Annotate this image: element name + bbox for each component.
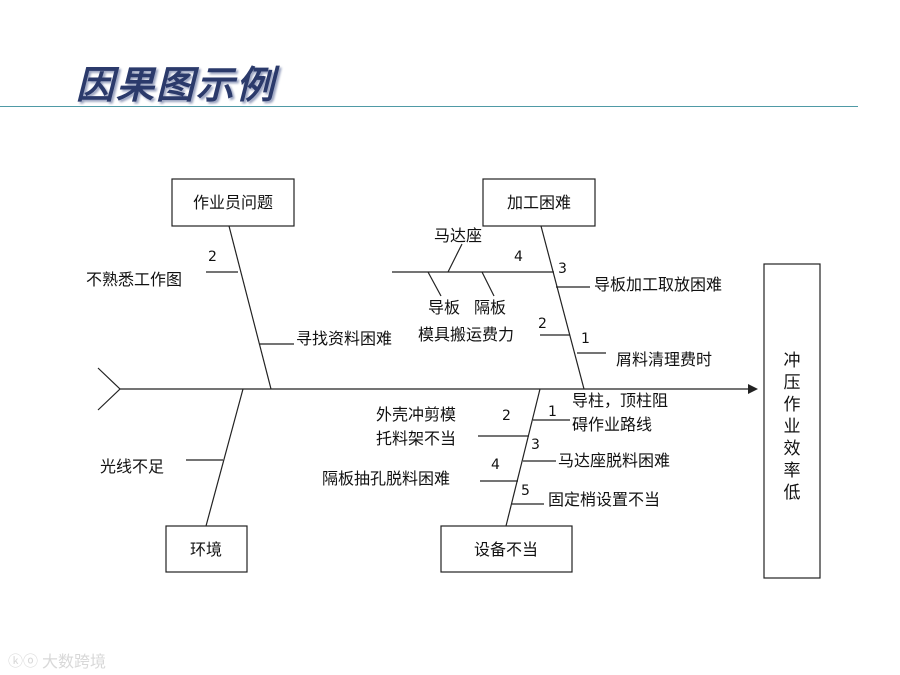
cause-eq-shell-die: 外壳冲剪模 — [376, 405, 456, 424]
category-label-equipment: 设备不当 — [474, 540, 538, 559]
cause-op-search: 寻找资料困难 — [296, 329, 392, 348]
title-divider — [0, 106, 858, 107]
watermark-logo-icon: ⓚⓞ — [8, 651, 39, 670]
cause-proc-guide-pick: 导板加工取放困难 — [594, 275, 722, 294]
bone-operator — [228, 225, 272, 390]
watermark-text: 大数跨境 — [42, 652, 107, 671]
effect-char-4: 业 — [784, 417, 801, 437]
effect-char-6: 率 — [784, 461, 801, 481]
effect-box — [763, 263, 821, 579]
category-box-processing — [482, 178, 596, 227]
bone-environment — [205, 388, 244, 527]
branch-proc-partition — [481, 271, 495, 297]
cause-number: 3 — [558, 261, 567, 277]
category-box-environment — [165, 525, 248, 573]
cause-eq-guide-post-1: 导柱，顶柱阻 — [572, 391, 668, 410]
category-box-operator — [171, 178, 295, 227]
branch-proc-motor-seat — [447, 243, 463, 273]
cause-op-unfamiliar: 不熟悉工作图 — [86, 270, 182, 289]
cause-number: 4 — [491, 457, 500, 473]
cause-proc-chips: 屑料清理费时 — [616, 350, 712, 369]
cause-number: 2 — [208, 249, 217, 265]
bone-processing — [540, 225, 585, 390]
cause-eq-partition-strip: 隔板抽孔脱料困难 — [322, 469, 450, 488]
page-title: 因果图示例 — [76, 62, 277, 107]
effect-char-5: 效 — [784, 439, 801, 459]
effect-char-1: 冲 — [784, 351, 801, 371]
cause-eq-guide-post-2: 碍作业路线 — [572, 415, 652, 434]
cause-env-light: 光线不足 — [100, 457, 164, 476]
effect-char-3: 作 — [784, 395, 801, 415]
cause-proc-guide-plate: 导板 — [428, 298, 460, 317]
category-box-equipment — [440, 525, 573, 573]
cause-number: 2 — [538, 316, 547, 332]
category-label-processing: 加工困难 — [507, 193, 571, 212]
effect-char-2: 压 — [784, 373, 801, 393]
cause-number: 3 — [531, 437, 540, 453]
cause-eq-bracket: 托料架不当 — [376, 429, 456, 448]
cause-number: 1 — [581, 331, 590, 347]
effect-char-7: 低 — [784, 483, 801, 503]
cause-eq-motor-strip: 马达座脱料困难 — [558, 451, 670, 470]
cause-eq-pin: 固定梢设置不当 — [548, 490, 660, 509]
cause-proc-motor-seat: 马达座 — [434, 226, 482, 245]
cause-number: 4 — [514, 249, 523, 265]
spine-arrowhead — [748, 384, 758, 394]
category-label-operator: 作业员问题 — [193, 193, 273, 212]
cause-number: 5 — [521, 483, 530, 499]
fishbone-tail — [97, 367, 121, 411]
cause-proc-handling: 模具搬运费力 — [418, 325, 514, 344]
branch-proc-guide-plate — [427, 271, 442, 297]
cause-proc-partition: 隔板 — [474, 298, 506, 317]
cause-number: 2 — [502, 408, 511, 424]
watermark: ⓚⓞ 大数跨境 — [8, 648, 106, 672]
category-label-environment: 环境 — [190, 540, 222, 559]
bone-equipment — [505, 388, 541, 527]
cause-number: 1 — [548, 404, 557, 420]
